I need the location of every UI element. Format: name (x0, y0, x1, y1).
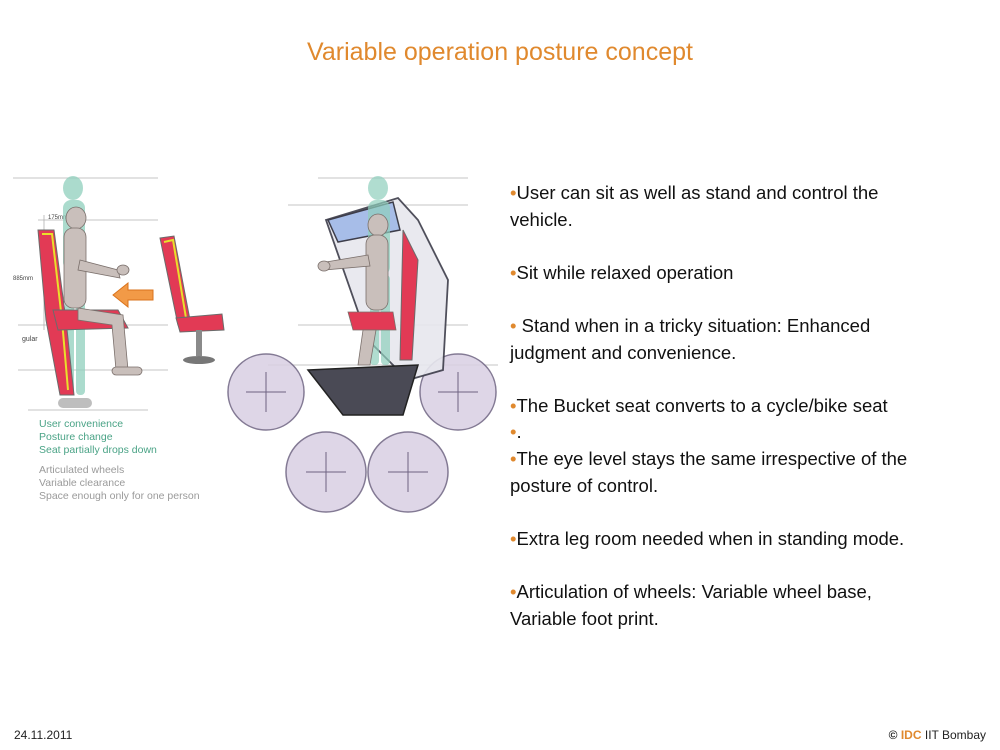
caption-articulated-wheels: Articulated wheels (39, 464, 125, 476)
bullet-marker: • (510, 314, 517, 336)
dim-label-gular: gular (22, 336, 38, 343)
bullet-item: •The eye level stays the same irrespecti… (510, 447, 908, 496)
copyright-icon: © (888, 728, 898, 742)
caption-user-convenience: User convenience (39, 418, 124, 430)
idc-logo: IDC (900, 728, 922, 742)
footer-date: 24.11.2011 (14, 728, 73, 742)
conversion-arrow (112, 281, 154, 309)
caption-variable-clearance: Variable clearance (39, 477, 126, 489)
sketch-captions: User convenience Posture change Seat par… (39, 418, 200, 503)
bullet-item: •Extra leg room needed when in standing … (510, 527, 905, 549)
bullet-marker: • (510, 447, 517, 469)
bullet-marker: • (510, 182, 517, 203)
bucket-seat-converted (159, 235, 225, 364)
caption-posture-change: Posture change (39, 431, 113, 443)
seated-figure-vehicle (317, 213, 397, 366)
bullet-item: •Sit while relaxed operation (510, 261, 734, 283)
bullet-item: • Stand when in a tricky situation: Enha… (510, 314, 871, 363)
institution-name: IIT Bombay (924, 728, 986, 742)
bullet-marker: • (510, 421, 517, 443)
bullet-item: •User can sit as well as stand and contr… (510, 182, 879, 230)
caption-space-one-person: Space enough only for one person (39, 490, 200, 502)
caption-seat-drops: Seat partially drops down (39, 444, 157, 456)
seated-figure-left (63, 206, 143, 376)
footer-brand: © IDC IIT Bombay (889, 728, 986, 742)
bullet-marker: • (510, 394, 517, 416)
dim-label-885: 885mm (13, 276, 33, 282)
wheel-cross-lines (246, 372, 478, 492)
bullet-marker: • (510, 527, 517, 549)
slide-title: Variable operation posture concept (307, 38, 693, 66)
posture-concept-sketch: 175mm 885mm gular (13, 176, 498, 513)
bullet-list: •User can sit as well as stand and contr… (510, 180, 990, 632)
bullet-marker: • (510, 580, 517, 602)
bullet-marker: • (510, 261, 517, 283)
bullet-item: •Articulation of wheels: Variable wheel … (510, 580, 872, 629)
bullet-item: •The Bucket seat converts to a cycle/bik… (510, 394, 888, 443)
dim-label-175: 175mm (48, 215, 68, 221)
